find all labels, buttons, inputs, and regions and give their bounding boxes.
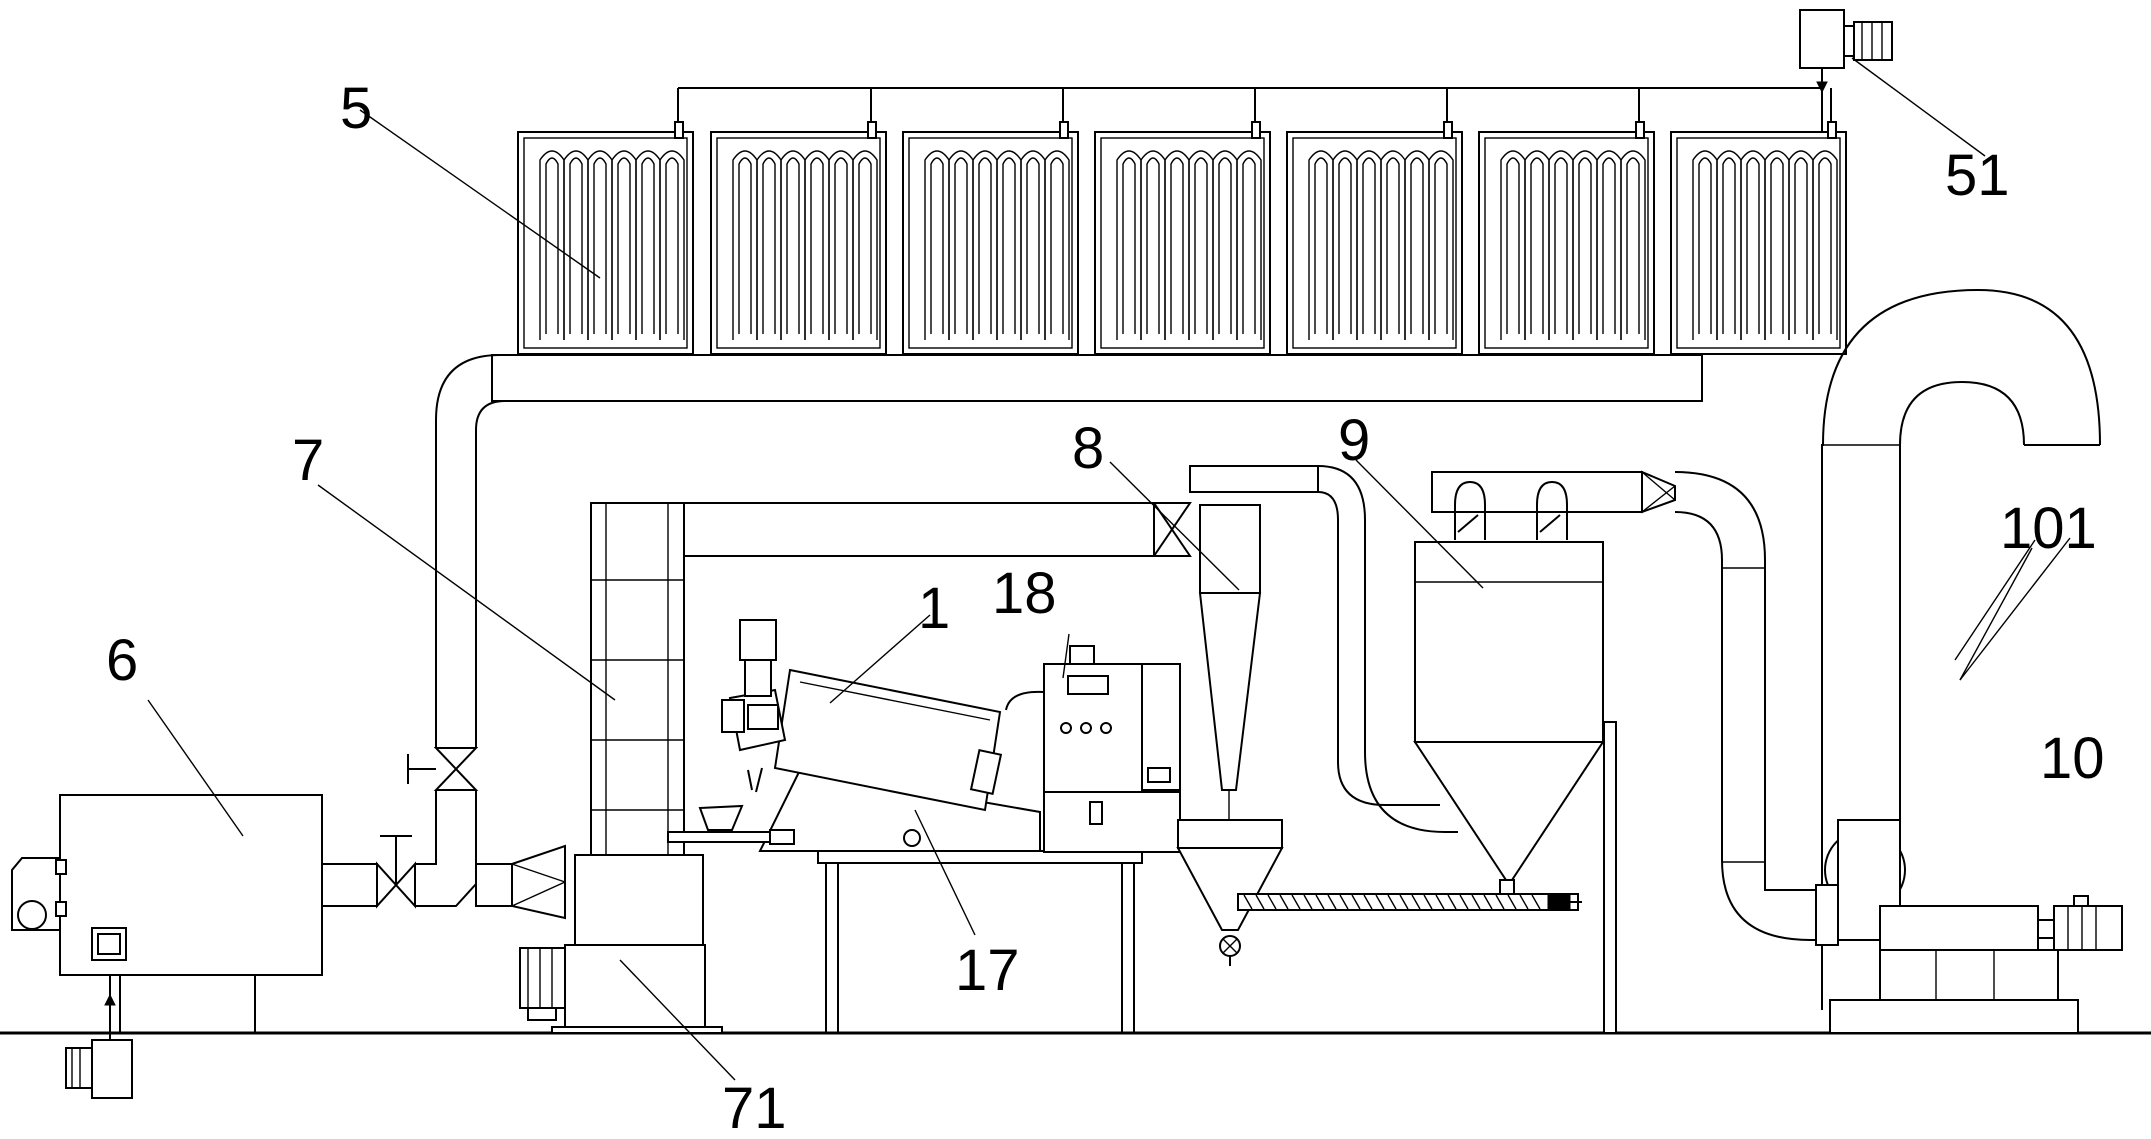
label-exhaust-stack: 101 [2000,496,2097,561]
label-dryer-base: 71 [722,1076,787,1139]
radiator-collector-duct [491,354,1703,402]
sludge-dewatering-machine [667,619,1181,1033]
dryer-column [590,502,1192,856]
label-radiator-bank: 5 [340,76,372,141]
radiator-unit [902,88,1079,364]
label-sludge-hopper: 17 [955,938,1020,1003]
label-exhaust-fan-unit: 10 [2040,726,2105,791]
radiator-unit [1670,88,1847,364]
radiator-unit [517,88,694,364]
cyclone-separator [1176,465,1458,966]
exhaust-stack [1821,288,2101,1010]
radiator-unit [1478,88,1655,364]
label-dewatering-machine: 1 [918,576,950,641]
exhaust-fan-unit [1815,819,2123,1034]
furnace-outlet-valve [376,835,416,909]
hot-air-duct [407,354,566,920]
radiator-unit [710,88,887,364]
dryer-base [519,854,723,1034]
label-dust-collector: 9 [1338,408,1370,473]
leader-lines [147,57,2071,1081]
label-hot-air-furnace: 6 [106,628,138,693]
labels: 5 51 6 7 71 1 18 17 8 9 101 10 [106,76,2105,1139]
label-radiator-fan: 51 [1945,143,2010,208]
label-dryer-column: 7 [292,428,324,493]
radiator-bank [491,87,1847,402]
hot-air-furnace [11,794,378,1099]
screw-conveyor [1237,893,1582,911]
radiator-unit [1094,88,1271,364]
bag-dust-collector [1413,470,1676,1034]
label-cyclone: 8 [1072,416,1104,481]
exhaust-duct [1674,471,1816,941]
radiator-unit [1286,88,1463,364]
radiator-fan [1799,9,1893,132]
label-control-cabinet: 18 [992,561,1057,626]
